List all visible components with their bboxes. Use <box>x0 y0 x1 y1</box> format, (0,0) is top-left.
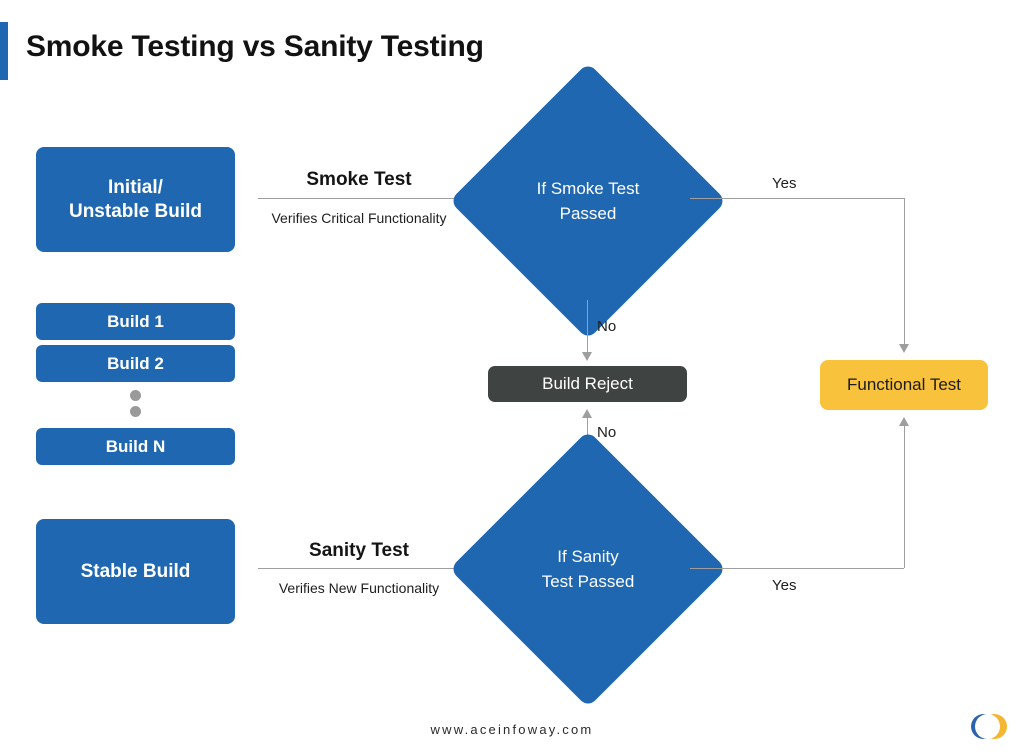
decision-label-sanity: If Sanity Test Passed <box>490 471 686 667</box>
node-stable-build[interactable]: Stable Build <box>36 519 235 624</box>
node-initial-unstable-build-label: Initial/ Unstable Build <box>69 176 202 224</box>
footer-website-url[interactable]: www.aceinfoway.com <box>430 722 594 737</box>
node-initial-build-line1: Initial/ <box>108 176 163 198</box>
edge-sublabel-smoke-test: Verifies Critical Functionality <box>271 210 447 226</box>
vertical-ellipsis-icon <box>130 390 142 422</box>
decision-if-sanity-test-passed[interactable]: If Sanity Test Passed <box>449 430 727 708</box>
decision-sanity-line1: If Sanity <box>557 546 619 566</box>
node-build-reject[interactable]: Build Reject <box>488 366 687 402</box>
edge-line-sanity-test <box>258 568 460 569</box>
edge-line-smoke-yes-vertical <box>904 198 905 344</box>
ellipsis-dot-2 <box>130 406 141 417</box>
edge-line-sanity-yes-vertical <box>904 426 905 568</box>
decision-smoke-line2: Passed <box>559 204 617 223</box>
edge-arrowhead-sanity-yes <box>899 417 909 426</box>
brand-logo-icon <box>971 714 1007 740</box>
logo-crescent-notch <box>975 714 1000 739</box>
decision-label-smoke: If Smoke Test Passed <box>490 103 686 299</box>
node-build-1[interactable]: Build 1 <box>36 303 235 340</box>
node-initial-build-line2: Unstable Build <box>68 200 202 222</box>
branch-label-smoke-no: No <box>597 318 617 335</box>
page-title: Smoke Testing vs Sanity Testing <box>26 30 484 63</box>
node-initial-unstable-build[interactable]: Initial/ Unstable Build <box>36 147 235 252</box>
decision-if-smoke-test-passed[interactable]: If Smoke Test Passed <box>449 62 727 340</box>
node-functional-test[interactable]: Functional Test <box>820 360 988 410</box>
edge-arrowhead-smoke-no <box>582 352 592 361</box>
edge-line-smoke-test <box>258 198 460 199</box>
node-build-2[interactable]: Build 2 <box>36 345 235 382</box>
branch-label-smoke-yes: Yes <box>772 175 797 192</box>
edge-label-smoke-test: Smoke Test <box>306 169 412 190</box>
branch-label-sanity-no: No <box>597 424 617 441</box>
edge-line-smoke-yes-horizontal <box>690 198 904 199</box>
ellipsis-dot-1 <box>130 390 141 401</box>
title-accent-bar <box>0 22 8 80</box>
branch-label-sanity-yes: Yes <box>772 577 797 594</box>
edge-arrowhead-sanity-no <box>582 409 592 418</box>
edge-label-sanity-test: Sanity Test <box>309 540 409 561</box>
edge-line-sanity-yes-horizontal <box>690 568 904 569</box>
decision-smoke-line1: If Smoke Test <box>536 178 640 198</box>
edge-arrowhead-smoke-yes <box>899 344 909 353</box>
edge-sublabel-sanity-test: Verifies New Functionality <box>278 580 440 596</box>
decision-sanity-line2: Test Passed <box>541 572 635 591</box>
edge-line-smoke-no <box>587 300 588 352</box>
node-build-n[interactable]: Build N <box>36 428 235 465</box>
